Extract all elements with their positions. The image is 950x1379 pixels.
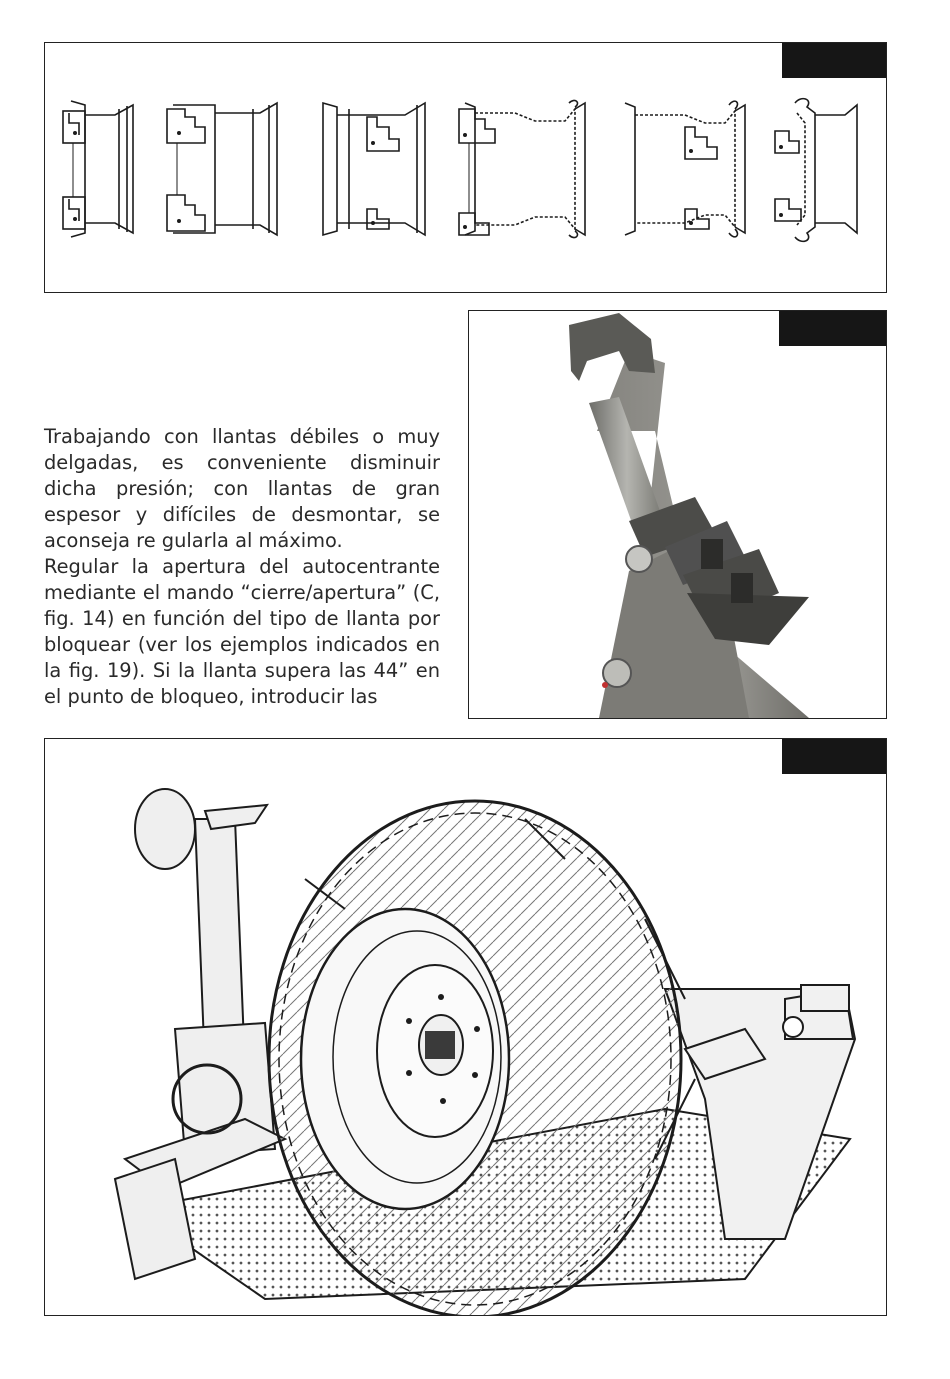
figure-number-tag: [782, 43, 886, 78]
tyre-machine-drawing: [113, 788, 857, 1315]
paragraph-opening: Regular la apertura del autocentrante me…: [44, 555, 440, 708]
rim-profiles-drawing: [62, 97, 858, 243]
figure-number-tag: [779, 311, 886, 346]
clamp-jaws-photo: [569, 313, 809, 718]
rim-profile-4: [458, 99, 586, 239]
figure-tyre-on-machine: [44, 738, 887, 1316]
rim-profile-1: [62, 100, 134, 238]
rim-profile-6: [774, 97, 858, 243]
body-text: Trabajando con llantas débiles o muy del…: [44, 424, 440, 710]
figure-clamp-jaws-photo: [468, 310, 887, 719]
rim-profile-5: [624, 100, 746, 238]
paragraph-pressure: Trabajando con llantas débiles o muy del…: [44, 425, 440, 552]
figure-rim-profiles: [44, 42, 887, 293]
tyre: [267, 799, 696, 1315]
figure-number-tag: [782, 739, 886, 774]
rim-profile-3: [322, 101, 426, 237]
rim-profile-2: [166, 101, 278, 237]
